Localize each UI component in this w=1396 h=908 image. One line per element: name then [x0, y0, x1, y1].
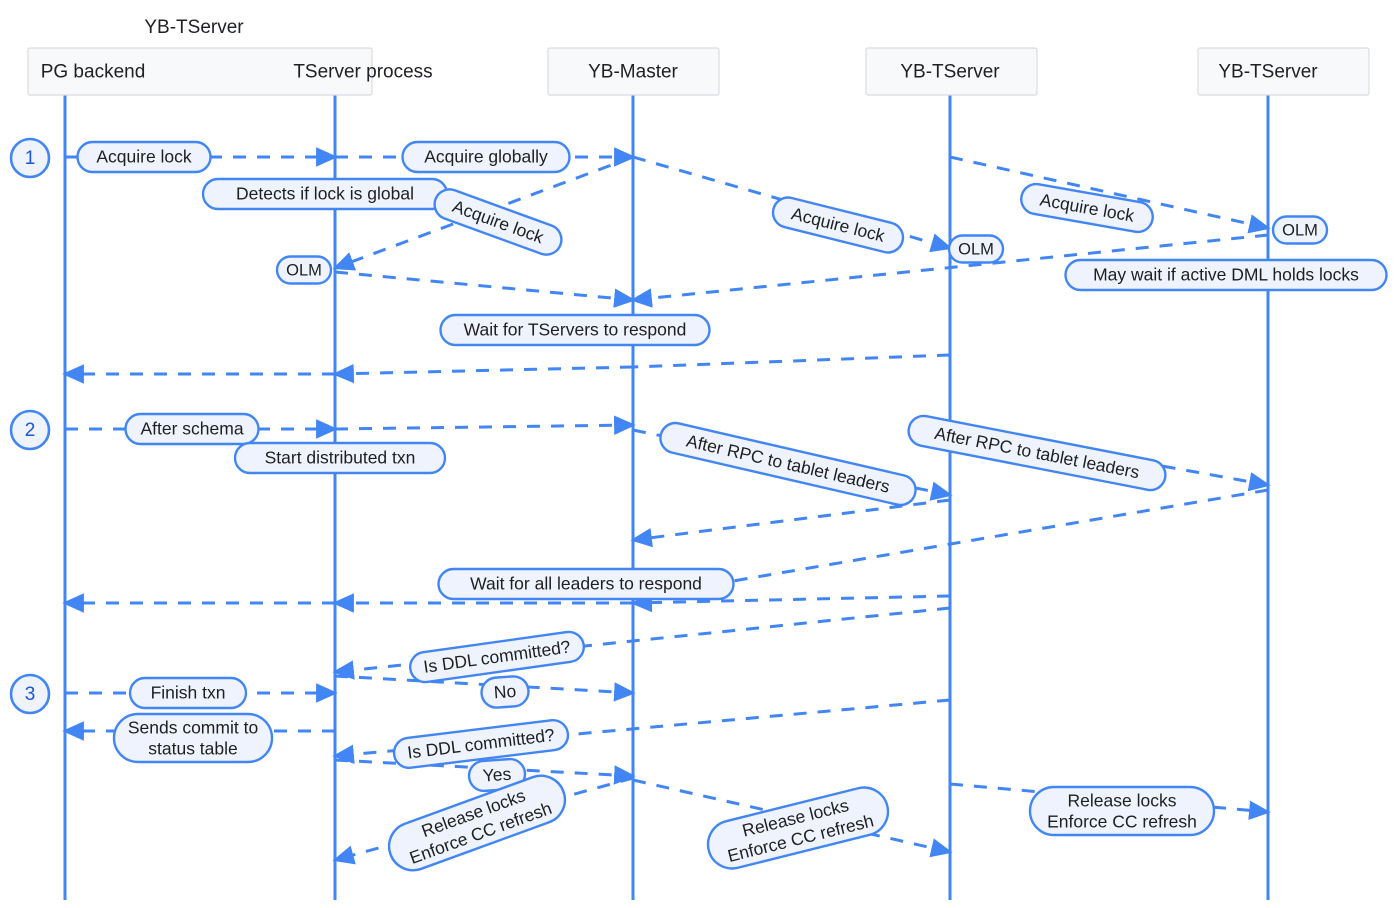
message-label-pill: [387, 774, 567, 872]
message-label-text: Acquire globally: [424, 147, 548, 167]
message-label-pill: [433, 188, 563, 256]
step-marker-number: 2: [25, 420, 36, 441]
message-line-m11: [332, 363, 634, 384]
message-label: Wait for TServers to respond: [439, 313, 711, 347]
participant-box: [865, 47, 1038, 96]
message-label-pill: [233, 441, 447, 475]
message-label-pill: [659, 421, 917, 507]
step-marker-2: 2: [9, 409, 51, 451]
olm-badges-layer: OLM OLM OLM: [275, 215, 1329, 285]
message-label: Acquire globally: [401, 140, 571, 174]
message-label: No: [480, 675, 530, 709]
message-line-m20: [632, 488, 1269, 600]
message-label-text: Acquire lock: [96, 147, 192, 167]
message-label: Acquire lock: [771, 196, 905, 254]
olm-badge-label: OLM: [286, 261, 322, 279]
olm-badge: OLM: [947, 234, 1005, 264]
message-line-m32: [632, 778, 953, 858]
message-label: Acquire lock: [1020, 182, 1154, 234]
message-label-text: No: [493, 681, 517, 703]
message-label-text: Finish txn: [151, 683, 226, 703]
message-label-pill: [128, 676, 248, 710]
message-label-pill: [1064, 258, 1388, 292]
participant-label: YB-Master: [588, 62, 678, 83]
message-label: Finish txn: [128, 676, 248, 710]
message-label-pill: [124, 412, 260, 446]
step-marker-number: 3: [25, 684, 36, 705]
message-label-pill: [437, 567, 735, 601]
participant-label: YB-TServer: [900, 62, 1000, 83]
step-marker-circle: [9, 137, 51, 179]
olm-badge-pill: [947, 234, 1005, 264]
participant-box: [1197, 47, 1370, 96]
message-label-pill: [392, 718, 570, 770]
message-line-m13: [632, 353, 951, 369]
message-label-text: Start distributed txn: [265, 448, 416, 468]
message-line-m4: [332, 155, 634, 271]
step-marker-circle: [9, 409, 51, 451]
message-label: Acquire lock: [433, 188, 563, 256]
message-label: May wait if active DML holds locks: [1064, 258, 1388, 292]
message-line-m19: [630, 498, 951, 548]
message-label-text: Wait for all leaders to respond: [470, 574, 702, 594]
message-label-pill: [439, 313, 711, 347]
message-label-pill: [907, 414, 1167, 492]
participant-box: [27, 47, 373, 96]
message-label-pill: [480, 675, 530, 709]
message-label: After RPC to tablet leaders: [659, 421, 917, 507]
message-label-pill: [706, 786, 890, 870]
message-line-m33: [949, 782, 1271, 821]
step-marker-3: 3: [9, 673, 51, 715]
olm-badge-pill: [275, 255, 333, 285]
olm-badge-pill: [1271, 215, 1329, 245]
participant-box: [547, 47, 720, 96]
message-label: After schema: [124, 412, 260, 446]
message-label: Detects if lock is global: [201, 177, 449, 211]
message-label-text: After schema: [140, 419, 243, 439]
participant-boxes-layer: PG backend TServer process YB-Master YB-TSe…: [27, 17, 1370, 96]
step-marker-number: 1: [25, 148, 36, 169]
olm-badge-label: OLM: [1282, 221, 1318, 239]
olm-badge: OLM: [1271, 215, 1329, 245]
message-label-text: Wait for TServers to respond: [464, 320, 687, 340]
message-label: Acquire lock: [76, 140, 212, 174]
participant-label: YB-TServer: [1218, 62, 1318, 83]
message-line-m22: [630, 592, 951, 613]
message-label: Release locksEnforce CC refresh: [706, 786, 890, 870]
message-label: Yes: [467, 757, 527, 793]
message-line-m15: [334, 415, 636, 435]
message-label-pill: [771, 196, 905, 254]
participant-label: TServer process: [293, 62, 432, 83]
message-label-text: May wait if active DML holds locks: [1093, 265, 1359, 285]
message-label-pill: [401, 140, 571, 174]
olm-badge: OLM: [275, 255, 333, 285]
message-label: Wait for all leaders to respond: [437, 567, 735, 601]
olm-badge-label: OLM: [958, 240, 994, 258]
message-line-m9: [630, 233, 1269, 308]
message-line-m6: [949, 155, 1271, 234]
message-label-pill: [112, 712, 274, 764]
step-marker-circle: [9, 673, 51, 715]
message-label-pill: [1028, 785, 1216, 837]
message-label-pill: [409, 630, 585, 684]
message-label: After RPC to tablet leaders: [907, 414, 1167, 492]
message-label: Is DDL committed?: [409, 630, 585, 684]
message-label-text: Detects if lock is global: [236, 184, 414, 204]
message-line-m8: [334, 270, 636, 308]
message-label-text: Yes: [482, 764, 512, 786]
message-label-pill: [1020, 182, 1154, 234]
message-label: Start distributed txn: [233, 441, 447, 475]
message-label-pill: [76, 140, 212, 174]
group-label: YB-TServer: [144, 17, 244, 38]
step-marker-1: 1: [9, 137, 51, 179]
participant-label: PG backend: [41, 62, 146, 83]
step-markers-layer: 1 2 3: [9, 137, 51, 715]
